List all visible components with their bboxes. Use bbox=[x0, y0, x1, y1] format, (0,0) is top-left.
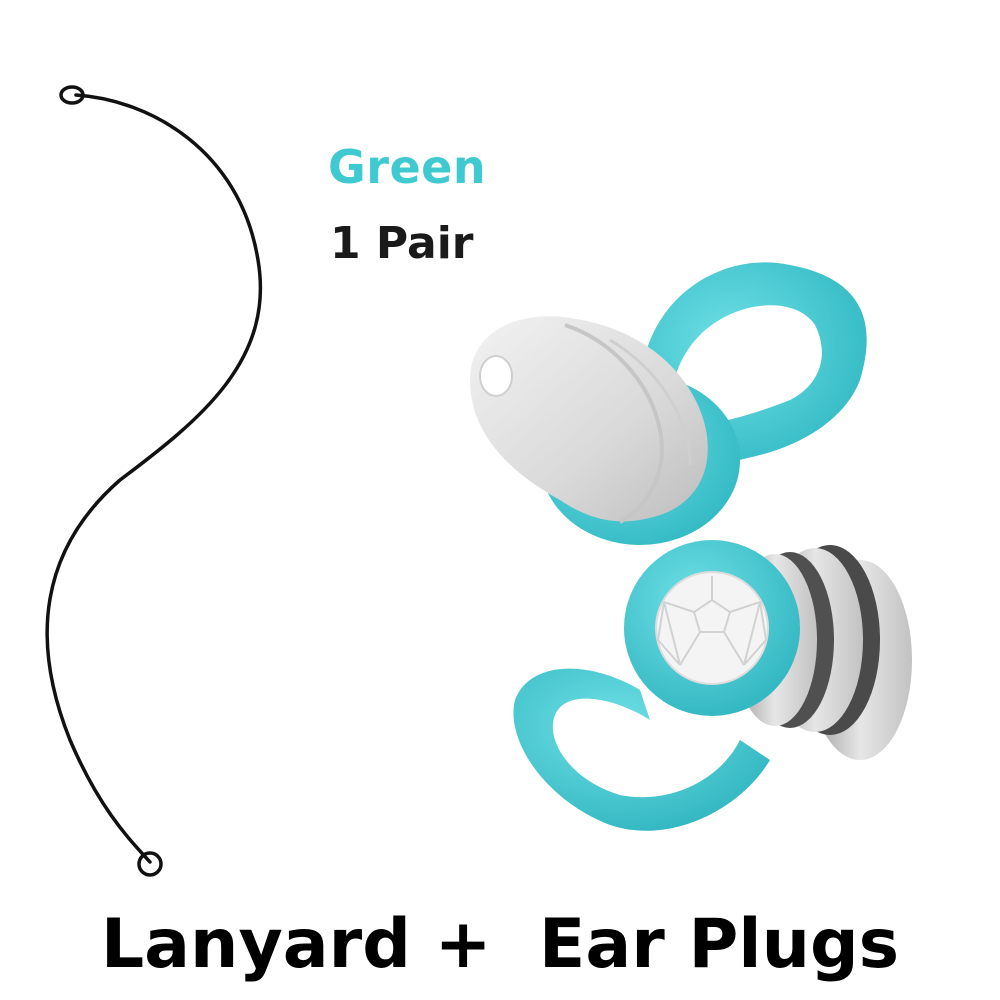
caption-lanyard: Lanyard bbox=[100, 905, 411, 984]
caption-ear-plugs: Ear Plugs bbox=[538, 905, 900, 984]
product-caption: Lanyard + Ear Plugs bbox=[0, 905, 1000, 984]
quantity-label: 1 Pair bbox=[330, 218, 474, 269]
color-label: Green bbox=[328, 140, 487, 194]
caption-plus: + bbox=[434, 905, 492, 984]
